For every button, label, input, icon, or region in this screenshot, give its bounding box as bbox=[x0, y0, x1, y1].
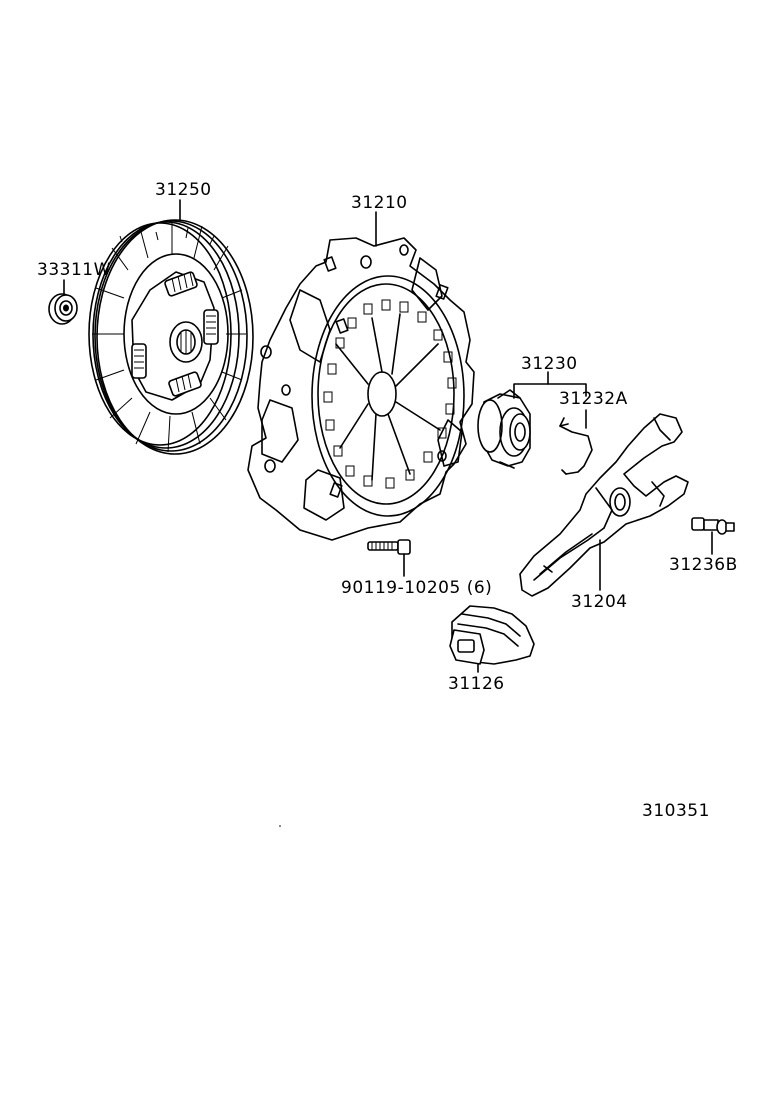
part-label-disc: 31250 bbox=[155, 180, 212, 200]
release-fork-drawing bbox=[519, 413, 689, 597]
boot-drawing bbox=[449, 605, 535, 665]
release-bearing-drawing bbox=[477, 389, 531, 469]
pilot-bearing-drawing bbox=[48, 293, 78, 325]
pivot-bolt-drawing bbox=[691, 517, 735, 535]
release-bearing-leader bbox=[513, 383, 587, 399]
clutch-disc-drawing bbox=[88, 219, 254, 455]
clip-drawing bbox=[559, 417, 593, 475]
figure-id: 310351 bbox=[642, 801, 710, 821]
part-label-pivot-bolt: 31236B bbox=[669, 555, 738, 575]
part-label-release-bearing: 31230 bbox=[521, 354, 578, 374]
part-label-cover-bolt: 90119-10205 (6) bbox=[341, 578, 493, 598]
part-label-clip: 31232A bbox=[559, 389, 628, 409]
part-label-pilot-bearing: 33311W bbox=[37, 260, 111, 280]
cover-bolt-drawing bbox=[367, 539, 411, 555]
part-label-boot: 31126 bbox=[448, 674, 505, 694]
part-label-clutch-cover: 31210 bbox=[351, 193, 408, 213]
part-label-release-fork: 31204 bbox=[571, 592, 628, 612]
clutch-cover-drawing bbox=[247, 237, 475, 541]
stray-dot bbox=[279, 825, 281, 827]
